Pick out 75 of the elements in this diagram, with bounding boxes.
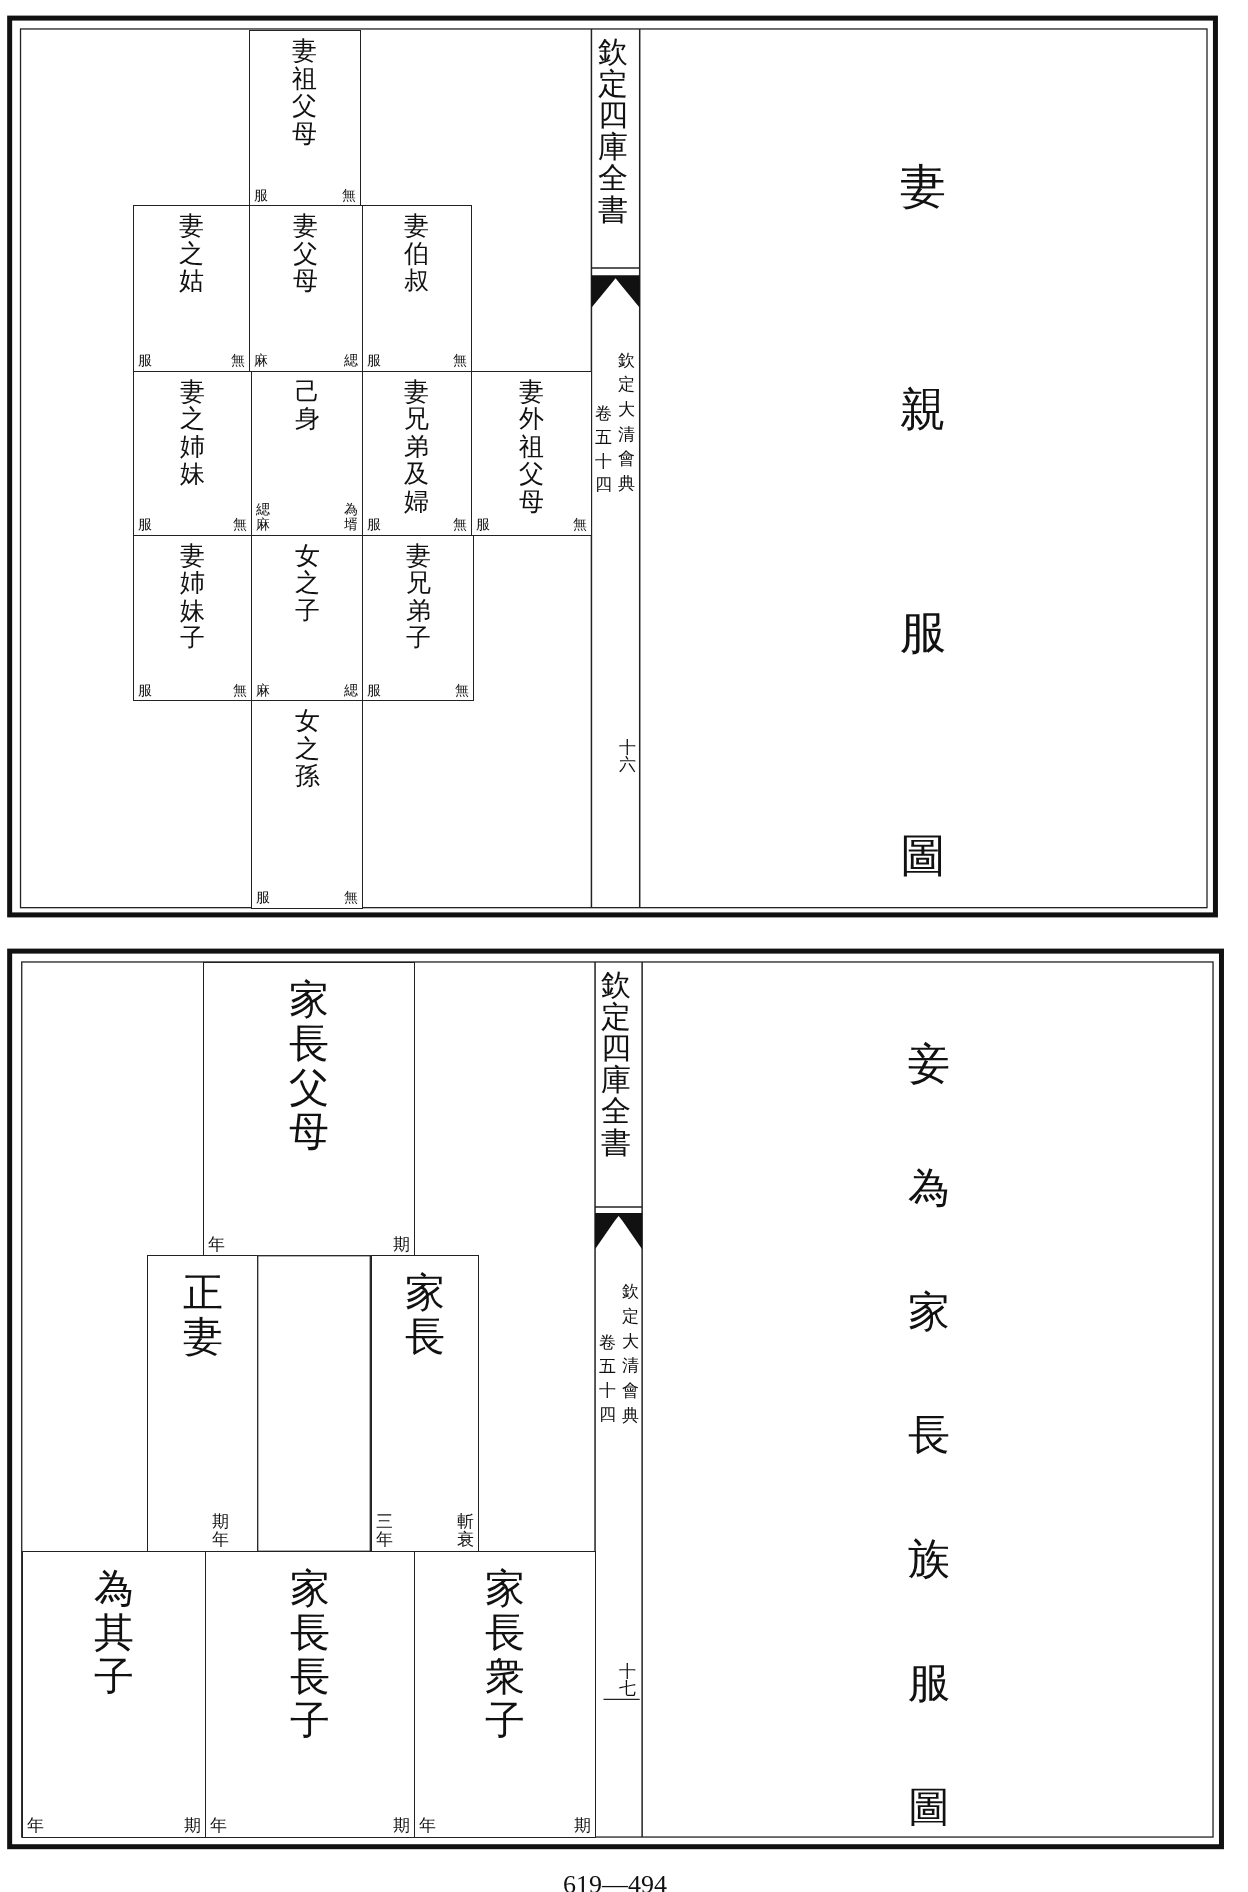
mourning-grade: 期 — [184, 1816, 202, 1836]
mourning-grade: 年 — [26, 1816, 44, 1836]
mourning-grade: 期年 — [212, 1511, 230, 1549]
mourning-grade: 年 — [210, 1816, 228, 1836]
relative-name: 女之孫 — [294, 707, 320, 790]
mourning-grade: 無 — [233, 517, 248, 533]
mourning-grade: 無 — [455, 682, 470, 699]
relative-name: 為其子 — [93, 1566, 134, 1698]
mourning-grade: 服 — [256, 890, 271, 906]
relation-cell — [362, 534, 475, 702]
relative-name: 妻祖父母 — [292, 37, 318, 148]
chart-title: 妻親服圖 — [900, 157, 947, 885]
book-title: 欽定四庫全書 — [600, 969, 631, 1159]
page-number: 十六 — [619, 738, 637, 773]
mourning-grade: 麻 — [256, 682, 271, 699]
mourning-grade: 無 — [452, 517, 467, 533]
relative-name: 妻父母 — [293, 212, 319, 295]
mourning-grade: 期 — [393, 1816, 410, 1836]
mourning-grade: 緦 — [344, 353, 359, 369]
mourning-grade: 無 — [452, 353, 467, 369]
mourning-grade: 服 — [367, 682, 382, 699]
chart-title: 妾為家長族服圖 — [908, 1037, 951, 1834]
volume-number: 卷五十四 — [598, 1331, 616, 1426]
mourning-grade: 麻 — [253, 353, 268, 369]
book-subtitle: 欽定大清會典 — [621, 1280, 639, 1427]
relation-cell — [132, 534, 253, 702]
book-subtitle: 欽定大清會典 — [617, 348, 635, 495]
relative-name: 妻外祖父母 — [519, 377, 545, 516]
relative-name: 妻伯叔 — [404, 212, 430, 295]
relative-name: 家長 — [404, 1270, 445, 1359]
relation-cell — [205, 1551, 415, 1839]
mourning-grade: 服 — [137, 682, 152, 699]
relative-name: 己身 — [294, 377, 320, 433]
mourning-grade: 無 — [344, 890, 359, 906]
relative-name: 家長衆子 — [485, 1566, 525, 1742]
relative-name: 家長長子 — [290, 1566, 331, 1742]
mourning-grade: 服 — [475, 517, 490, 533]
mourning-grade: 年 — [207, 1234, 225, 1254]
mourning-grade: 無 — [341, 187, 356, 204]
relation-cell — [362, 205, 472, 372]
mourning-grade: 緦麻 — [256, 501, 271, 533]
mourning-grade: 服 — [253, 187, 268, 204]
relation-cell — [202, 961, 415, 1257]
relative-name: 妻之姑 — [178, 212, 204, 295]
book-title: 欽定四庫全書 — [598, 36, 629, 226]
relative-name: 女之子 — [294, 541, 320, 625]
relation-cell — [370, 1255, 479, 1552]
mourning-grade: 期 — [393, 1234, 410, 1254]
relative-name: 正妻 — [182, 1270, 223, 1359]
mourning-grade: 為壻 — [344, 501, 359, 533]
mourning-grade: 期 — [574, 1816, 592, 1836]
mourning-grade: 無 — [573, 517, 588, 533]
mourning-grade: 無 — [230, 353, 245, 369]
relative-name: 妻姉妹子 — [179, 541, 205, 652]
relative-name: 妻兄弟及婦 — [404, 377, 430, 516]
relation-cell — [470, 370, 593, 536]
mourning-grade: 無 — [233, 682, 248, 699]
mourning-grade: 服 — [137, 353, 152, 369]
mourning-grade: 服 — [367, 353, 382, 369]
relation-cell — [21, 1551, 207, 1839]
relative-name: 妻之姉妹 — [179, 377, 205, 488]
mourning-grade: 服 — [137, 517, 152, 533]
mourning-grade: 服 — [367, 517, 382, 533]
mourning-grade: 年 — [419, 1816, 436, 1836]
relative-name: 家長父母 — [288, 976, 329, 1153]
mourning-grade: 斬衰 — [456, 1511, 474, 1549]
relative-name: 妻兄弟子 — [405, 541, 431, 652]
relation-cell — [132, 205, 250, 372]
relation-cell — [251, 700, 364, 909]
mourning-grade: 緦 — [344, 682, 359, 699]
relation-cell — [414, 1551, 597, 1839]
relation-cell — [248, 30, 361, 207]
page-number: 十七 — [619, 1663, 637, 1698]
volume-number: 卷五十四 — [595, 401, 612, 497]
mourning-grade: 三年 — [375, 1511, 393, 1549]
